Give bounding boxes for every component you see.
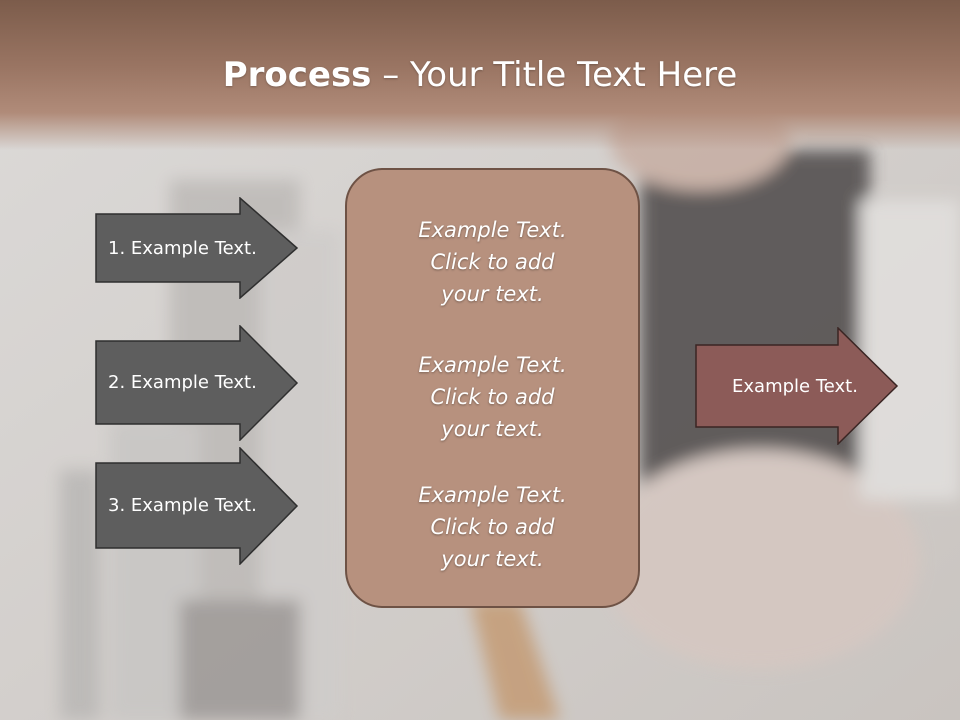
text-block-2: Example Text. Click to add your text. <box>347 349 638 445</box>
text-block-line: Click to add <box>430 515 555 539</box>
right-arrow-shape <box>95 325 299 441</box>
right-arrow-shape <box>95 197 299 299</box>
title-bold: Process <box>222 55 372 95</box>
text-block-line: Example Text. <box>418 218 567 242</box>
right-arrow-shape <box>95 447 299 565</box>
right-arrow-shape <box>695 327 899 445</box>
text-block-line: your text. <box>441 282 544 306</box>
step-label-3: 3. Example Text. <box>108 495 257 516</box>
center-text-box[interactable]: Example Text. Click to add your text. Ex… <box>345 168 640 608</box>
output-label: Example Text. <box>732 375 858 397</box>
text-block-line: Example Text. <box>418 353 567 377</box>
step-label-2: 2. Example Text. <box>108 372 257 393</box>
text-block-1: Example Text. Click to add your text. <box>347 214 638 310</box>
step-label-1: 1. Example Text. <box>108 237 257 259</box>
title-rest: – Your Title Text Here <box>371 55 738 95</box>
text-block-line: your text. <box>441 547 544 571</box>
output-arrow[interactable]: Example Text. <box>695 327 900 445</box>
step-arrow-1[interactable]: 1. Example Text. <box>95 197 300 299</box>
step-arrow-2[interactable]: 2. Example Text. <box>95 325 300 441</box>
slide-title: Process – Your Title Text Here <box>0 52 960 98</box>
text-block-line: your text. <box>441 417 544 441</box>
text-block-3: Example Text. Click to add your text. <box>347 479 638 575</box>
text-block-line: Example Text. <box>418 483 567 507</box>
title-banner <box>0 0 960 150</box>
text-block-line: Click to add <box>430 250 555 274</box>
text-block-line: Click to add <box>430 385 555 409</box>
step-arrow-3[interactable]: 3. Example Text. <box>95 447 300 565</box>
